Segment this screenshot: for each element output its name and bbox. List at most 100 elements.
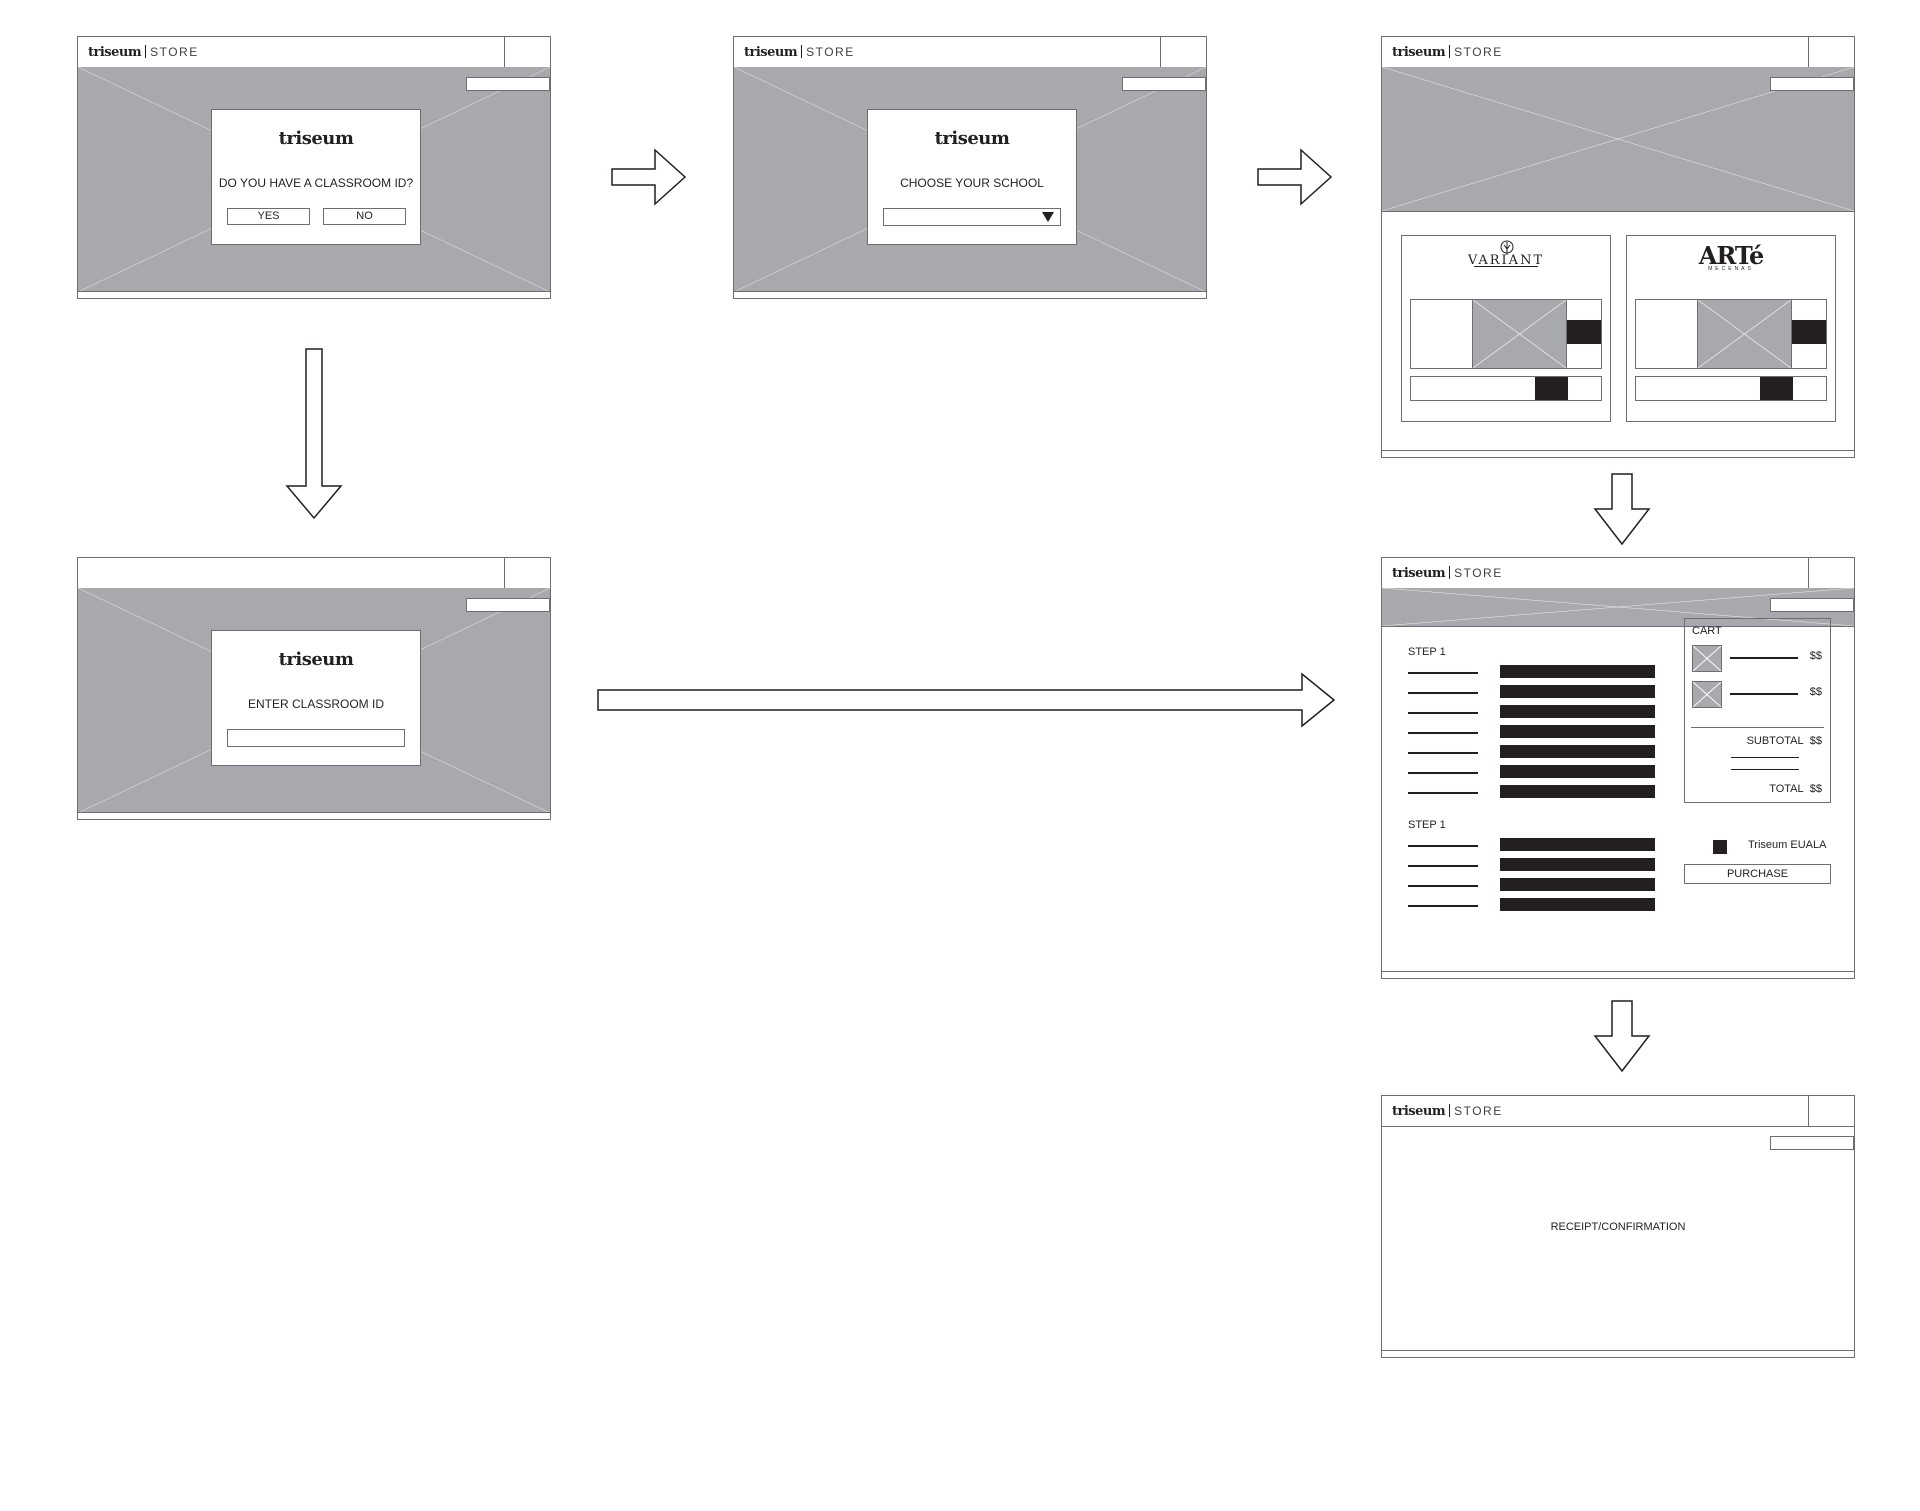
window-corner-box[interactable]	[1808, 558, 1854, 588]
form-input-field[interactable]	[1500, 705, 1655, 718]
arrow-down-icon	[1593, 473, 1651, 546]
store-label: STORE	[1454, 1104, 1503, 1118]
store-label: STORE	[1454, 566, 1503, 580]
form-input-field[interactable]	[1500, 685, 1655, 698]
cart-item-name-line	[1730, 693, 1798, 695]
divider	[1449, 566, 1451, 579]
form-label-line	[1408, 732, 1478, 734]
purchase-button[interactable]: PURCHASE	[1684, 864, 1831, 884]
form-label-line	[1408, 885, 1478, 887]
window-corner-box[interactable]	[504, 558, 550, 588]
yes-button[interactable]: YES	[227, 208, 310, 225]
window-corner-box[interactable]	[1808, 37, 1854, 67]
form-label-line	[1408, 845, 1478, 847]
product-action-block[interactable]	[1792, 320, 1826, 344]
footer-bar	[734, 291, 1206, 298]
triseum-logo: triseum	[934, 128, 1010, 149]
form-label-line	[1408, 712, 1478, 714]
variant-emblem-icon	[1500, 240, 1514, 255]
footer-bar	[1382, 450, 1854, 457]
product-bar-button[interactable]	[1760, 377, 1793, 400]
form-label-line	[1408, 692, 1478, 694]
cart-divider	[1691, 727, 1824, 728]
arte-logo: ARTé MECENAS	[1627, 241, 1835, 272]
subtotal-label: SUBTOTAL	[1746, 735, 1804, 747]
window-corner-box[interactable]	[504, 37, 550, 67]
dropdown-triangle-icon	[1042, 212, 1054, 222]
store-label: STORE	[1454, 45, 1503, 59]
brand[interactable]: triseum STORE	[1392, 44, 1503, 61]
search-box[interactable]	[1122, 77, 1206, 91]
form-label-line	[1408, 672, 1478, 674]
form-input-field[interactable]	[1500, 725, 1655, 738]
arte-subtitle: MECENAS	[1708, 266, 1754, 272]
top-bar: triseum STORE	[1382, 37, 1854, 68]
summary-line	[1731, 757, 1799, 759]
arrow-right-icon	[1257, 148, 1333, 206]
footer-bar	[1382, 1350, 1854, 1357]
product-bar	[1635, 376, 1827, 401]
classroom-id-modal: triseum DO YOU HAVE A CLASSROOM ID? YES …	[211, 109, 421, 245]
total-row: TOTAL $$	[1769, 783, 1822, 795]
triseum-logo: triseum	[278, 649, 354, 670]
form-input-field[interactable]	[1500, 785, 1655, 798]
form-input-field[interactable]	[1500, 858, 1655, 871]
no-button[interactable]: NO	[323, 208, 406, 225]
product-info-panel	[1411, 300, 1473, 368]
partner-card-arte[interactable]: ARTé MECENAS	[1626, 235, 1836, 422]
form-input-field[interactable]	[1500, 878, 1655, 891]
variant-logo: VARIANT	[1402, 240, 1610, 269]
search-box[interactable]	[1770, 598, 1854, 612]
cart-item-price: $$	[1809, 650, 1822, 662]
search-box[interactable]	[466, 598, 550, 612]
window-corner-box[interactable]	[1808, 1096, 1854, 1126]
brand[interactable]: triseum STORE	[1392, 1103, 1503, 1120]
form-input-field[interactable]	[1500, 765, 1655, 778]
divider	[1449, 1104, 1451, 1117]
top-bar: triseum STORE	[734, 37, 1206, 68]
form-input-field[interactable]	[1500, 838, 1655, 851]
school-select[interactable]	[883, 208, 1061, 226]
form-label-line	[1408, 772, 1478, 774]
search-box[interactable]	[466, 77, 550, 91]
product-bar-button[interactable]	[1535, 377, 1568, 400]
triseum-logo: triseum	[744, 45, 798, 60]
product-side-panel	[1791, 300, 1826, 368]
triseum-logo: triseum	[278, 128, 354, 149]
store-label: STORE	[806, 45, 855, 59]
summary-line	[1731, 769, 1799, 771]
form-label-line	[1408, 792, 1478, 794]
triseum-logo: triseum	[1392, 1104, 1446, 1119]
variant-wordmark: VARIANT	[1467, 253, 1545, 268]
form-input-field[interactable]	[1500, 665, 1655, 678]
form-input-field[interactable]	[1500, 898, 1655, 911]
search-box[interactable]	[1770, 77, 1854, 91]
arrow-down-icon	[1593, 1000, 1651, 1073]
modal-question: CHOOSE YOUR SCHOOL	[900, 176, 1044, 190]
partner-card-variant[interactable]: VARIANT	[1401, 235, 1611, 422]
product-tile[interactable]	[1410, 299, 1602, 369]
top-bar: triseum STORE	[1382, 1096, 1854, 1127]
brand[interactable]: triseum STORE	[744, 44, 855, 61]
triseum-logo: triseum	[1392, 45, 1446, 60]
total-value: $$	[1809, 783, 1822, 795]
cart-item-thumbnail	[1692, 645, 1722, 672]
product-tile[interactable]	[1635, 299, 1827, 369]
classroom-id-input[interactable]	[227, 729, 405, 747]
product-action-block[interactable]	[1567, 320, 1601, 344]
arte-wordmark: ARTé	[1698, 241, 1765, 270]
subtotal-row: SUBTOTAL $$	[1747, 735, 1822, 747]
cart-panel: CART $$ $$ SUBTOTAL $$ TOTAL $$	[1684, 618, 1831, 803]
window-corner-box[interactable]	[1160, 37, 1206, 67]
cart-item-price: $$	[1809, 686, 1822, 698]
form-input-field[interactable]	[1500, 745, 1655, 758]
search-box[interactable]	[1770, 1136, 1854, 1150]
eula-checkbox[interactable]	[1713, 840, 1727, 854]
arrow-right-icon	[611, 148, 687, 206]
triseum-logo: triseum	[88, 45, 142, 60]
modal-question: ENTER CLASSROOM ID	[247, 697, 385, 711]
